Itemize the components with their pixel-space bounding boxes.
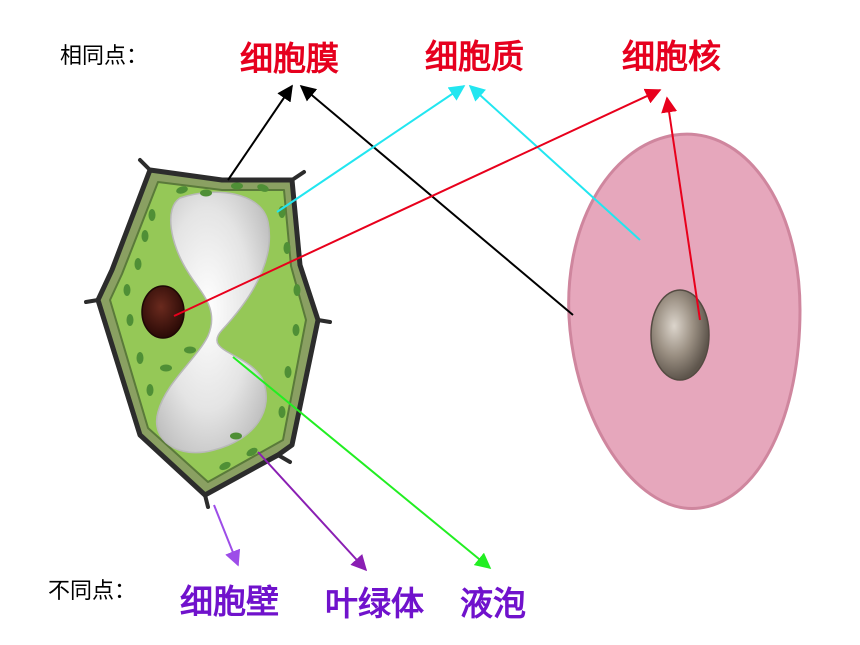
label-cytoplasm: 细胞质 [425,37,524,76]
label-nucleus: 细胞核 [622,37,721,76]
label-chloroplast: 叶绿体 [325,584,424,623]
pointer-animal-membrane [299,84,574,316]
pointer-chloroplast [257,451,368,572]
pointer-cell-wall [213,504,241,567]
label-vacuole: 液泡 [460,584,526,623]
animal-cell [567,132,802,510]
pointer-plant-nucleus [173,88,662,317]
pointer-animal-cytoplasm [468,84,641,241]
label-cell-membrane: 细胞膜 [240,39,339,78]
label-cell-wall: 细胞壁 [180,582,279,621]
plant-cell [84,158,332,509]
pointer-plant-membrane [227,84,293,181]
animal-nucleus [650,289,710,381]
pointer-plant-cytoplasm [276,85,466,213]
different-points-heading: 不同点： [48,579,137,604]
plant-vacuole [155,191,271,454]
plant-chloroplasts [123,182,301,471]
plant-nucleus [141,285,185,339]
pointer-vacuole [232,356,492,570]
pointer-animal-nucleus [661,96,701,321]
same-points-heading: 相同点： [60,44,149,69]
